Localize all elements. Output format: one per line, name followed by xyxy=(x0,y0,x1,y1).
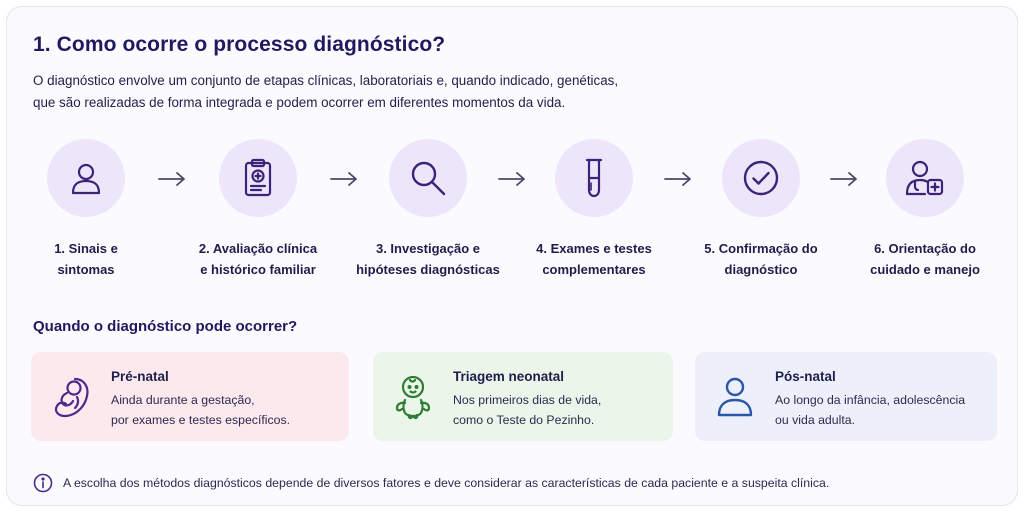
intro-line-2: que são realizadas de forma integrada e … xyxy=(33,95,566,110)
phase-postnatal-desc-1: Ao longo da infância, adolescência xyxy=(775,393,966,407)
baby-icon xyxy=(395,375,431,419)
arrow-icon xyxy=(330,172,357,186)
arrow-icon xyxy=(158,172,185,186)
step-3-label: 3. Investigação e hipóteses diagnósticas xyxy=(343,238,513,280)
phase-neonatal-desc-1: Nos primeiros dias de vida, xyxy=(453,393,602,407)
step-5-line-2: diagnóstico xyxy=(724,262,798,277)
step-6-line-2: cuidado e manejo xyxy=(870,262,980,277)
magnifier-icon xyxy=(411,161,446,196)
step-4-label: 4. Exames e testes complementares xyxy=(509,238,679,280)
step-1-line-2: sintomas xyxy=(57,262,115,277)
phase-postnatal-desc-2: ou vida adulta. xyxy=(775,413,855,427)
step-5-line-1: 5. Confirmação do xyxy=(704,241,818,256)
step-4: 4. Exames e testes complementares xyxy=(509,139,679,280)
step-3-line-1: 3. Investigação e xyxy=(375,241,481,256)
arrow-icon xyxy=(498,172,525,186)
step-2-line-1: 2. Avaliação clínica xyxy=(198,241,318,256)
step-2-circle xyxy=(219,139,297,217)
test-tube-icon xyxy=(585,158,603,198)
step-5-label: 5. Confirmação do diagnóstico xyxy=(676,238,846,280)
phase-prenatal-card: Pré-natal Ainda durante a gestação, por … xyxy=(31,352,349,441)
check-circle-icon xyxy=(743,160,779,196)
person-icon xyxy=(717,377,753,416)
phase-neonatal-title: Triagem neonatal xyxy=(453,369,565,384)
phase-prenatal-desc: Ainda durante a gestação, por exames e t… xyxy=(111,390,290,430)
info-icon xyxy=(33,473,53,493)
step-5: 5. Confirmação do diagnóstico xyxy=(676,139,846,280)
phase-postnatal-text: Pós-natal Ao longo da infância, adolescê… xyxy=(775,352,965,430)
arrow-icon xyxy=(830,172,857,186)
content-card: 1. Como ocorre o processo diagnóstico? O… xyxy=(6,6,1018,506)
step-6-circle xyxy=(886,139,964,217)
timing-title: Quando o diagnóstico pode ocorrer? xyxy=(33,318,298,335)
intro-line-1: O diagnóstico envolve um conjunto de eta… xyxy=(33,73,619,88)
step-2-label: 2. Avaliação clínica e histórico familia… xyxy=(173,238,343,280)
footer-note: A escolha dos métodos diagnósticos depen… xyxy=(33,473,829,493)
phase-neonatal-desc-2: como o Teste do Pezinho. xyxy=(453,413,595,427)
step-2-line-2: e histórico familiar xyxy=(200,262,316,277)
phase-neonatal-icon-wrap xyxy=(373,352,453,441)
step-6: 6. Orientação do cuidado e manejo xyxy=(840,139,1010,280)
phase-postnatal-desc: Ao longo da infância, adolescência ou vi… xyxy=(775,390,965,430)
phase-neonatal-desc: Nos primeiros dias de vida, como o Teste… xyxy=(453,390,601,430)
phase-postnatal-title: Pós-natal xyxy=(775,369,836,384)
step-2: 2. Avaliação clínica e histórico familia… xyxy=(173,139,343,280)
step-4-line-2: complementares xyxy=(542,262,646,277)
step-6-label: 6. Orientação do cuidado e manejo xyxy=(840,238,1010,280)
arrow-icon xyxy=(664,172,691,186)
step-4-circle xyxy=(555,139,633,217)
phase-prenatal-desc-2: por exames e testes específicos. xyxy=(111,413,291,427)
fetus-icon xyxy=(54,377,89,417)
step-1: 1. Sinais e sintomas xyxy=(1,139,171,280)
step-5-circle xyxy=(722,139,800,217)
step-1-label: 1. Sinais e sintomas xyxy=(1,238,171,280)
phase-prenatal-icon-wrap xyxy=(31,352,111,441)
phase-prenatal-title: Pré-natal xyxy=(111,369,169,384)
step-6-line-1: 6. Orientação do xyxy=(874,241,976,256)
phase-prenatal-text: Pré-natal Ainda durante a gestação, por … xyxy=(111,352,290,430)
step-1-line-1: 1. Sinais e xyxy=(54,241,118,256)
phase-postnatal-icon-wrap xyxy=(695,352,775,441)
page-title: 1. Como ocorre o processo diagnóstico? xyxy=(33,33,446,56)
step-4-line-1: 4. Exames e testes xyxy=(536,241,652,256)
person-icon xyxy=(71,163,101,195)
step-3: 3. Investigação e hipóteses diagnósticas xyxy=(343,139,513,280)
phase-neonatal-text: Triagem neonatal Nos primeiros dias de v… xyxy=(453,352,601,430)
footer-note-text: A escolha dos métodos diagnósticos depen… xyxy=(63,476,830,490)
doctor-icon xyxy=(905,160,944,196)
intro-text: O diagnóstico envolve um conjunto de eta… xyxy=(33,70,753,114)
step-3-circle xyxy=(389,139,467,217)
phase-postnatal-card: Pós-natal Ao longo da infância, adolescê… xyxy=(695,352,997,441)
phase-neonatal-card: Triagem neonatal Nos primeiros dias de v… xyxy=(373,352,673,441)
step-3-line-2: hipóteses diagnósticas xyxy=(356,262,500,277)
clipboard-medical-icon xyxy=(244,158,272,197)
step-1-circle xyxy=(47,139,125,217)
phase-prenatal-desc-1: Ainda durante a gestação, xyxy=(111,393,255,407)
